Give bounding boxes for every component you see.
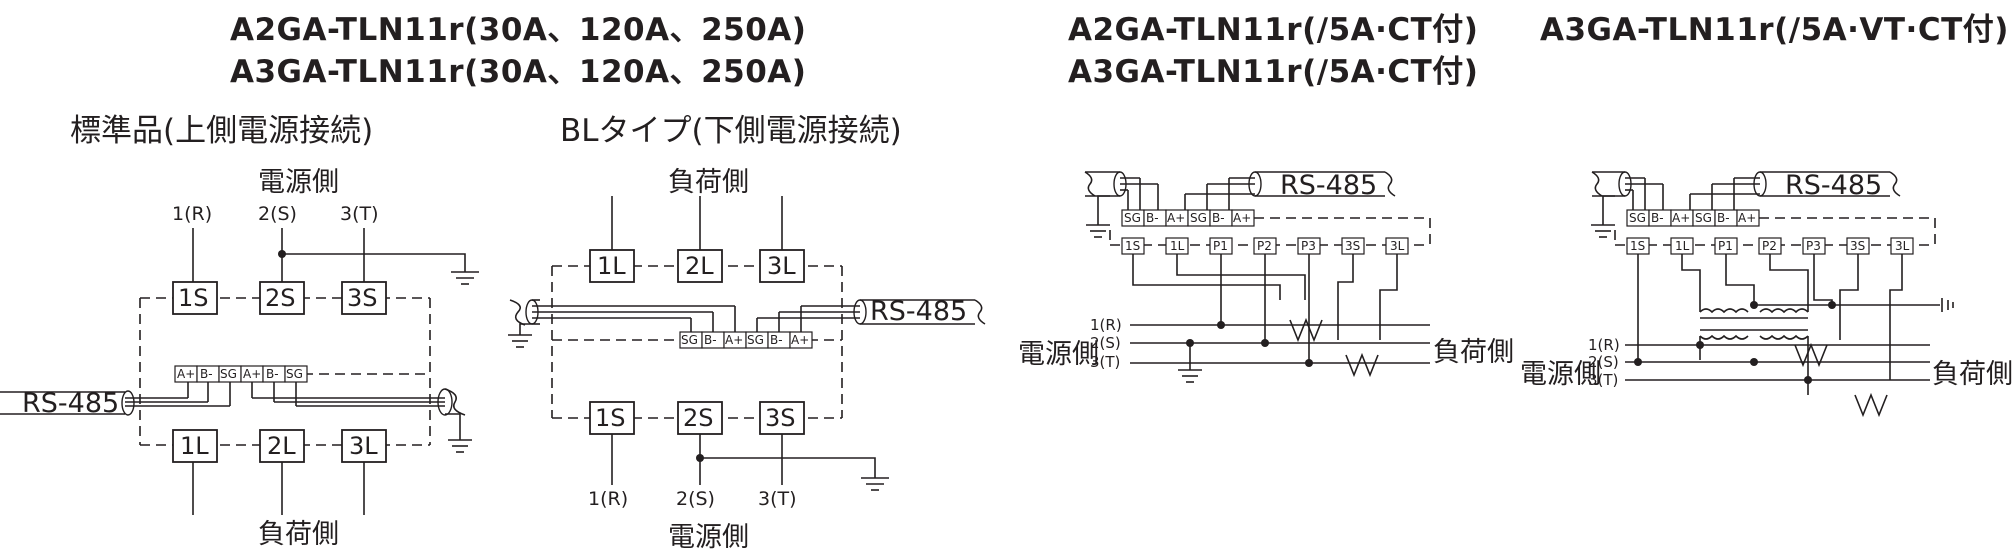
d2-rs-term-4: SG bbox=[747, 333, 764, 347]
d1-rs-term-4: A+ bbox=[243, 367, 262, 381]
d1-phase-r: 1(R) bbox=[172, 203, 213, 225]
d2-rs-term-6: A+ bbox=[791, 333, 810, 347]
d4-rs485-label: RS-485 bbox=[1785, 170, 1883, 201]
d3-phase-s: 2(S) bbox=[1090, 334, 1121, 352]
d4-ct-term-1s: 1S bbox=[1630, 239, 1646, 253]
d2-terminal-2l: 2L bbox=[685, 252, 714, 280]
d2-source-label: 電源側 bbox=[668, 522, 749, 553]
d1-terminal-1s: 1S bbox=[178, 284, 209, 312]
subtitle-bl-type: BLタイプ(下側電源接続) bbox=[560, 113, 902, 149]
d2-load-label: 負荷側 bbox=[668, 167, 749, 198]
d4-rs-term-6: A+ bbox=[1738, 211, 1757, 225]
d2-rs-term-3: A+ bbox=[725, 333, 744, 347]
d3-ct-term-1l: 1L bbox=[1170, 239, 1185, 253]
d4-ct-term-3s: 3S bbox=[1850, 239, 1866, 253]
d2-terminal-1s: 1S bbox=[595, 404, 626, 432]
d3-ct-term-3s: 3S bbox=[1345, 239, 1361, 253]
d3-rs-term-2: B- bbox=[1146, 211, 1159, 225]
d4-phase-t: 3(T) bbox=[1588, 371, 1619, 389]
d4-source-label: 電源側 bbox=[1520, 359, 1601, 390]
d1-rs-term-6: SG bbox=[286, 367, 303, 381]
d1-terminal-2l: 2L bbox=[267, 432, 296, 460]
d4-phase-r: 1(R) bbox=[1588, 336, 1620, 354]
d4-ct-term-p2: P2 bbox=[1762, 239, 1777, 253]
d1-phase-s: 2(S) bbox=[258, 203, 297, 225]
d2-terminal-3l: 3L bbox=[767, 252, 796, 280]
d2-phase-r: 1(R) bbox=[588, 488, 629, 510]
d3-ct-term-1s: 1S bbox=[1125, 239, 1141, 253]
d4-rs-term-1: SG bbox=[1629, 211, 1646, 225]
d3-ct-term-p3: P3 bbox=[1301, 239, 1316, 253]
d4-rs-term-4: SG bbox=[1695, 211, 1712, 225]
d1-terminal-3s: 3S bbox=[347, 284, 378, 312]
d4-ct-term-p1: P1 bbox=[1718, 239, 1733, 253]
subtitle-standard: 標準品(上側電源接続) bbox=[70, 113, 374, 149]
diagram-bl bbox=[508, 196, 986, 491]
d4-rs-term-3: A+ bbox=[1672, 211, 1691, 225]
title-col1-line1: A2GA-TLN11r(30A、120A、250A) bbox=[230, 12, 807, 48]
d2-rs-term-2: B- bbox=[704, 333, 717, 347]
d1-phase-t: 3(T) bbox=[340, 203, 379, 225]
d3-ct-term-3l: 3L bbox=[1390, 239, 1405, 253]
d3-rs-term-3: A+ bbox=[1167, 211, 1186, 225]
d3-rs485-label: RS-485 bbox=[1280, 170, 1378, 201]
d2-rs-term-1: SG bbox=[681, 333, 698, 347]
d4-load-label: 負荷側 bbox=[1932, 359, 2013, 390]
d1-rs-term-5: B- bbox=[266, 367, 279, 381]
d1-load-label: 負荷側 bbox=[258, 519, 339, 550]
d2-terminal-2s: 2S bbox=[683, 404, 714, 432]
d3-rs-term-5: B- bbox=[1212, 211, 1225, 225]
d1-terminal-3l: 3L bbox=[349, 432, 378, 460]
title-col2-line1: A2GA-TLN11r(/5A·CT付) bbox=[1068, 12, 1479, 48]
d1-terminal-1l: 1L bbox=[180, 432, 209, 460]
d4-rs-term-5: B- bbox=[1717, 211, 1730, 225]
d4-ct-term-1l: 1L bbox=[1675, 239, 1690, 253]
d1-rs-term-2: B- bbox=[200, 367, 213, 381]
d1-rs485-label: RS-485 bbox=[22, 388, 120, 419]
diagram-ct bbox=[1084, 171, 1431, 383]
d2-terminal-1l: 1L bbox=[597, 252, 626, 280]
d1-terminal-2s: 2S bbox=[265, 284, 296, 312]
d2-rs-term-5: B- bbox=[770, 333, 783, 347]
d1-rs-term-1: A+ bbox=[177, 367, 196, 381]
diagram-standard bbox=[0, 228, 479, 515]
d4-ct-term-p3: P3 bbox=[1806, 239, 1821, 253]
d3-phase-t: 3(T) bbox=[1090, 353, 1121, 371]
d4-rs-term-2: B- bbox=[1651, 211, 1664, 225]
d3-rs-term-4: SG bbox=[1190, 211, 1207, 225]
d1-rs-term-3: SG bbox=[220, 367, 237, 381]
title-col3-line1: A3GA-TLN11r(/5A·VT·CT付) bbox=[1540, 12, 2009, 48]
title-col1-line2: A3GA-TLN11r(30A、120A、250A) bbox=[230, 54, 807, 90]
d2-terminal-3s: 3S bbox=[765, 404, 796, 432]
diagram-vt-ct bbox=[1591, 171, 1954, 418]
d3-load-label: 負荷側 bbox=[1433, 337, 1514, 368]
d3-rs-term-6: A+ bbox=[1233, 211, 1252, 225]
d2-phase-t: 3(T) bbox=[758, 488, 797, 510]
d3-source-label: 電源側 bbox=[1018, 339, 1099, 370]
d4-phase-s: 2(S) bbox=[1588, 353, 1619, 371]
title-col2-line2: A3GA-TLN11r(/5A·CT付) bbox=[1068, 54, 1479, 90]
d1-source-label: 電源側 bbox=[258, 167, 339, 198]
d2-rs485-label: RS-485 bbox=[870, 296, 968, 327]
d3-ct-term-p2: P2 bbox=[1257, 239, 1272, 253]
d3-ct-term-p1: P1 bbox=[1213, 239, 1228, 253]
d3-rs-term-1: SG bbox=[1124, 211, 1141, 225]
d3-phase-r: 1(R) bbox=[1090, 316, 1122, 334]
d4-ct-term-3l: 3L bbox=[1895, 239, 1910, 253]
d2-phase-s: 2(S) bbox=[676, 488, 715, 510]
